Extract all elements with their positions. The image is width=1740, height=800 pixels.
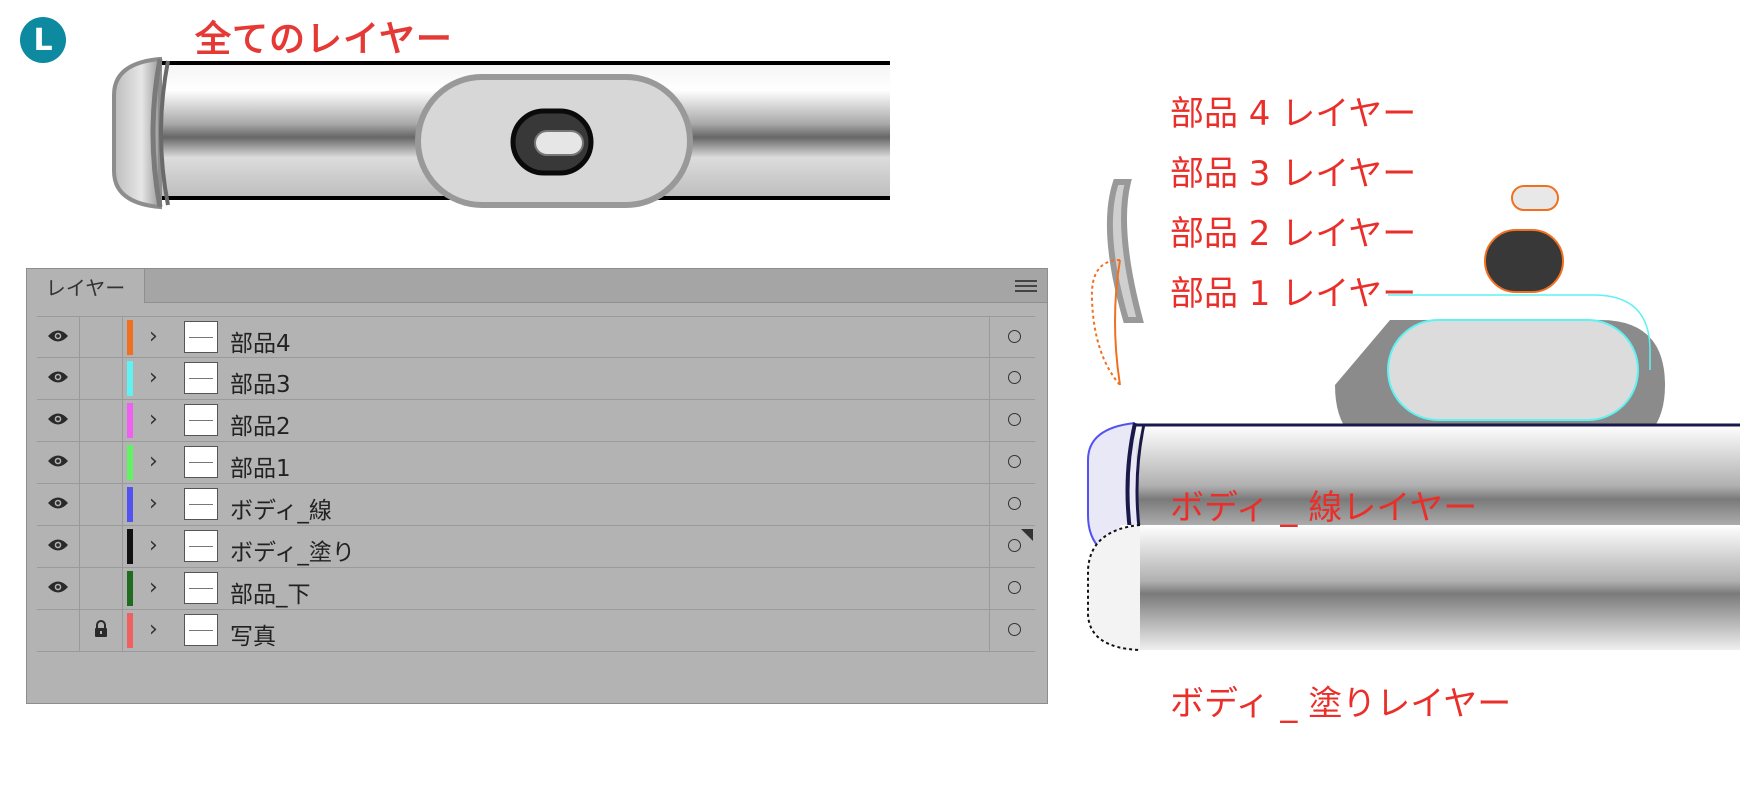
visibility-toggle[interactable] (37, 610, 80, 651)
lock-toggle[interactable] (80, 484, 123, 525)
lock-toggle[interactable] (80, 526, 123, 567)
layer-name[interactable]: 部品1 (230, 456, 291, 482)
lock-toggle[interactable] (80, 317, 123, 358)
selection-indicator-icon (1021, 529, 1033, 541)
lock-toggle[interactable] (80, 358, 123, 399)
layer-name[interactable]: 部品3 (230, 372, 291, 398)
lock-toggle[interactable] (80, 568, 123, 609)
layer-color-swatch (127, 361, 133, 396)
label-part1-layer: 部品 1 レイヤー (1170, 274, 1417, 314)
chevron-right-icon[interactable]: › (149, 575, 158, 600)
visibility-toggle[interactable] (37, 400, 80, 441)
target-circle-icon[interactable] (1008, 371, 1021, 384)
layer-thumbnail (184, 530, 218, 562)
lock-toggle[interactable] (80, 442, 123, 483)
visibility-toggle[interactable] (37, 317, 80, 358)
layer-color-swatch (127, 571, 133, 606)
layer-name[interactable]: 写真 (230, 624, 276, 650)
menu-icon[interactable] (1015, 277, 1037, 295)
visibility-toggle[interactable] (37, 484, 80, 525)
chevron-right-icon[interactable]: › (149, 617, 158, 642)
layer-thumbnail (184, 572, 218, 604)
layer-color-swatch (127, 320, 133, 355)
layer-thumbnail (184, 321, 218, 353)
lock-toggle[interactable] (80, 610, 123, 651)
visibility-toggle[interactable] (37, 442, 80, 483)
layer-color-swatch (127, 487, 133, 522)
layer-badge: L (20, 17, 66, 63)
column-divider (989, 400, 990, 441)
target-circle-icon[interactable] (1008, 497, 1021, 510)
layer-thumbnail (184, 446, 218, 478)
column-divider (989, 526, 990, 567)
chevron-right-icon[interactable]: › (149, 365, 158, 390)
column-divider (989, 568, 990, 609)
layer-name[interactable]: 部品_下 (230, 582, 311, 608)
visibility-toggle[interactable] (37, 358, 80, 399)
eye-icon[interactable] (47, 495, 69, 514)
label-body-fill-layer: ボディ _ 塗りレイヤー (1170, 684, 1512, 724)
lock-toggle[interactable] (80, 400, 123, 441)
target-circle-icon[interactable] (1008, 455, 1021, 468)
column-divider (989, 358, 990, 399)
layer-thumbnail (184, 614, 218, 646)
layer-color-swatch (127, 529, 133, 564)
chevron-right-icon[interactable]: › (149, 533, 158, 558)
column-divider (989, 610, 990, 651)
target-circle-icon[interactable] (1008, 539, 1021, 552)
label-part2-layer: 部品 2 レイヤー (1170, 214, 1417, 254)
layer-name[interactable]: ボディ_塗り (230, 540, 355, 566)
column-divider (989, 317, 990, 358)
label-part3-layer: 部品 3 レイヤー (1170, 154, 1417, 194)
layer-row[interactable]: › ボディ_線 (37, 484, 1035, 526)
layer-color-swatch (127, 403, 133, 438)
eye-icon[interactable] (47, 453, 69, 472)
layer-name[interactable]: 部品4 (230, 331, 291, 357)
tab-layers[interactable]: レイヤー (27, 269, 145, 303)
target-circle-icon[interactable] (1008, 330, 1021, 343)
eye-icon[interactable] (47, 579, 69, 598)
layer-row[interactable]: › 部品3 (37, 358, 1035, 400)
label-body-line-layer: ボディ _ 線レイヤー (1170, 488, 1478, 528)
target-circle-icon[interactable] (1008, 623, 1021, 636)
visibility-toggle[interactable] (37, 568, 80, 609)
eye-icon[interactable] (47, 328, 69, 347)
eye-icon[interactable] (47, 411, 69, 430)
layer-name[interactable]: ボディ_線 (230, 498, 332, 524)
layer-thumbnail (184, 404, 218, 436)
layer-name[interactable]: 部品2 (230, 414, 291, 440)
eye-icon[interactable] (47, 537, 69, 556)
layer-row[interactable]: › 部品_下 (37, 568, 1035, 610)
eye-icon[interactable] (47, 369, 69, 388)
page-title: 全てのレイヤー (195, 19, 453, 60)
label-part4-layer: 部品 4 レイヤー (1170, 94, 1417, 134)
target-circle-icon[interactable] (1008, 581, 1021, 594)
chevron-right-icon[interactable]: › (149, 449, 158, 474)
layer-row[interactable]: › 部品1 (37, 442, 1035, 484)
target-circle-icon[interactable] (1008, 413, 1021, 426)
chevron-right-icon[interactable]: › (149, 407, 158, 432)
column-divider (989, 442, 990, 483)
visibility-toggle[interactable] (37, 526, 80, 567)
chevron-right-icon[interactable]: › (149, 324, 158, 349)
layer-row[interactable]: › 写真 (37, 610, 1035, 652)
layer-row[interactable]: › 部品4 (37, 316, 1035, 358)
flute-all-layers-illustration (112, 56, 890, 210)
layer-thumbnail (184, 488, 218, 520)
layers-panel-header: レイヤー (27, 269, 1047, 303)
layer-row[interactable]: › ボディ_塗り (37, 526, 1035, 568)
chevron-right-icon[interactable]: › (149, 491, 158, 516)
lock-icon[interactable] (93, 619, 109, 642)
layer-list: › 部品4 › 部品3 › 部品2 › 部品1 › ボディ_線 › ボディ_塗り › 部品_下 › 写真 (37, 316, 1035, 652)
layers-panel: レイヤー ›部品4›部品3›部品2›部品1›ボディ_線›ボディ_塗り›部品_下›… (26, 268, 1048, 704)
flute-exploded-parts-illustration (1087, 179, 1740, 651)
layer-color-swatch (127, 613, 133, 648)
layer-thumbnail (184, 362, 218, 394)
layer-row[interactable]: › 部品2 (37, 400, 1035, 442)
column-divider (989, 484, 990, 525)
layer-color-swatch (127, 445, 133, 480)
